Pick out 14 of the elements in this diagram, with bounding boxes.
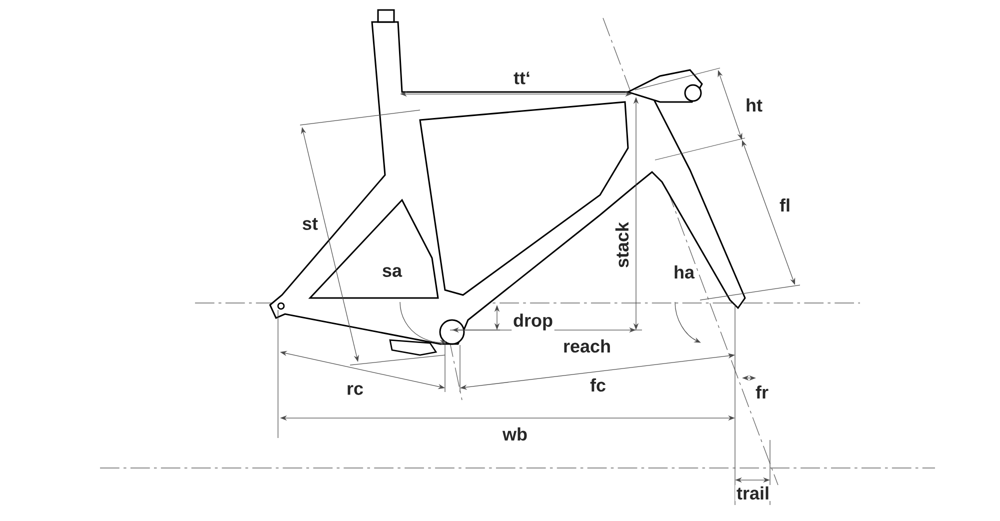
dimension-label: stack <box>614 220 630 270</box>
dimension-label: fr <box>754 384 770 400</box>
dimension-label: fc <box>588 377 608 393</box>
dimension-label: sa <box>380 266 404 278</box>
dimension-label: fl <box>778 197 792 213</box>
dimension-label: reach <box>562 338 612 354</box>
dimension-label: ht <box>744 97 764 113</box>
dimension-label: st <box>300 216 320 232</box>
dimension-label: drop <box>512 312 554 332</box>
dimension-label: rc <box>345 384 365 396</box>
dimension-label: ha <box>672 264 696 280</box>
dimension-label: tt‘ <box>512 70 532 86</box>
dimension-label: trail <box>735 485 771 501</box>
dimension-label: wb <box>501 426 529 442</box>
